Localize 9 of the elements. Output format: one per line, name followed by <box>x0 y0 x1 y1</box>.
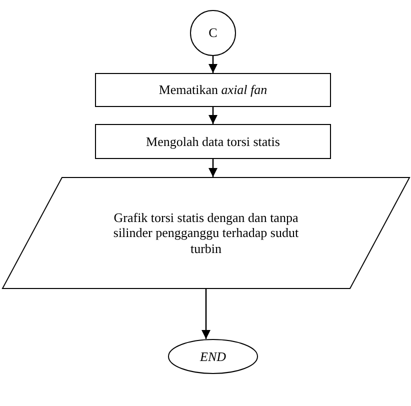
node-label: Mematikan axial fan <box>158 82 268 98</box>
node-label: Mengolah data torsi statis <box>146 134 280 150</box>
node-label: Grafik torsi statis dengan dan tanpa silinder pengganggu terhadap sudut turbin <box>112 210 300 256</box>
arrow <box>208 159 218 177</box>
node-label: C <box>208 25 218 41</box>
arrow <box>208 107 218 124</box>
arrow <box>202 289 210 339</box>
arrow <box>208 56 218 73</box>
node-label: END <box>200 348 226 364</box>
